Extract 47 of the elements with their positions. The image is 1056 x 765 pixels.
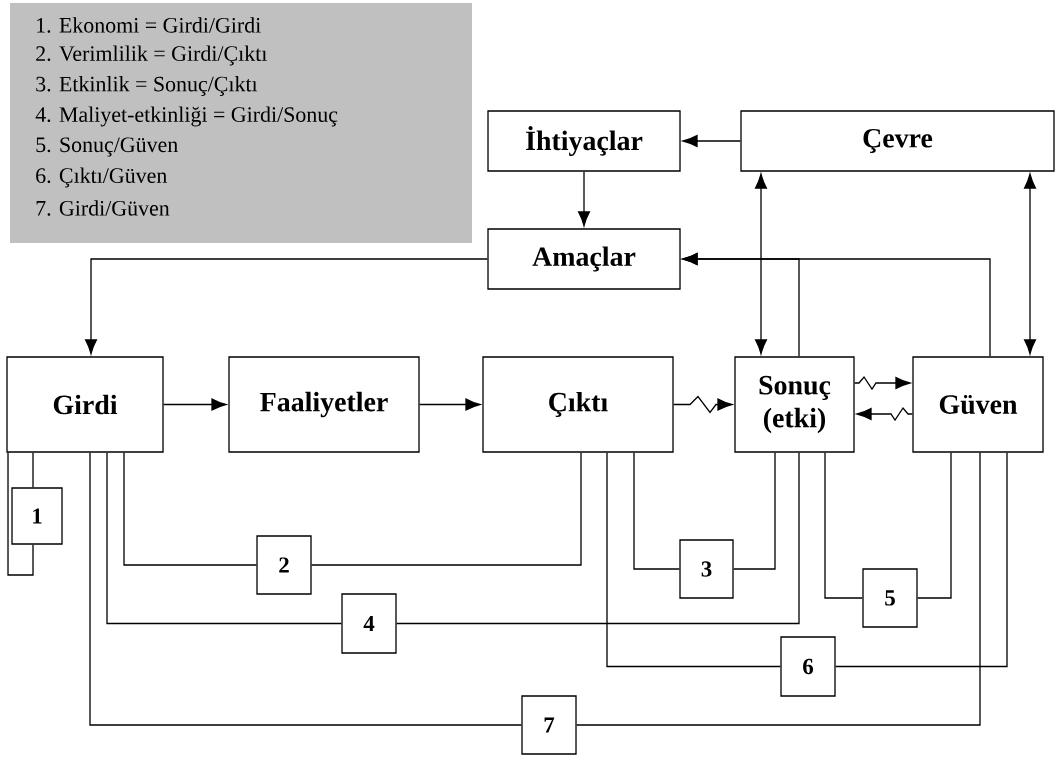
connector-line xyxy=(311,452,582,566)
arrow xyxy=(419,398,481,411)
process-box: Çevre xyxy=(740,110,1055,172)
arrow xyxy=(85,258,488,355)
arrow xyxy=(163,398,227,411)
process-box: İhtiyaçlar xyxy=(487,110,681,172)
process-box: Girdi xyxy=(6,356,164,453)
list-item: 6. Çıktı/Güven xyxy=(36,167,167,188)
arrow xyxy=(1024,173,1036,355)
arrow xyxy=(578,171,590,227)
connector-line xyxy=(576,452,981,726)
connector-line xyxy=(917,452,952,599)
number-box: 1 xyxy=(11,487,63,545)
arrow xyxy=(755,173,767,355)
process-box: Amaçlar xyxy=(487,228,681,290)
list-item: 1. Ekonomi = Girdi/Girdi xyxy=(37,17,261,33)
arrow xyxy=(682,253,991,357)
arrow xyxy=(854,375,911,391)
arrow xyxy=(673,395,733,414)
number-box: 7 xyxy=(521,695,577,755)
list-item: 2. Verimlilik = Girdi/Çıktı xyxy=(36,45,267,66)
arrow xyxy=(682,135,741,147)
connector-line xyxy=(32,452,34,488)
connector-line xyxy=(123,452,257,566)
list-item: 5. Sonuç/Güven xyxy=(36,137,178,157)
connector-line xyxy=(835,452,1008,668)
connector-line xyxy=(824,452,863,599)
connector-line xyxy=(633,452,680,570)
connector-line xyxy=(606,452,781,668)
number-box: 4 xyxy=(341,593,397,654)
connector-line xyxy=(89,452,522,726)
list-item: 4. Maliyet-etkinliği = Girdi/Sonuç xyxy=(35,106,338,127)
connector-line xyxy=(733,452,776,570)
list-item: 7. Girdi/Güven xyxy=(36,200,170,216)
number-box: 6 xyxy=(780,636,836,697)
process-box: Sonuç (etki) xyxy=(734,356,855,453)
number-box: 3 xyxy=(679,539,734,599)
process-box: Çıktı xyxy=(482,356,674,453)
number-box: 2 xyxy=(256,535,312,595)
connector-line xyxy=(396,452,800,625)
process-box: Güven xyxy=(912,356,1044,453)
connector-line xyxy=(106,452,342,625)
list-item: 3. Etkinlik = Sonuç/Çıktı xyxy=(36,76,258,96)
number-box: 5 xyxy=(862,568,918,628)
connector-line xyxy=(7,452,34,576)
process-box: Faaliyetler xyxy=(228,356,420,453)
arrow xyxy=(856,406,913,422)
